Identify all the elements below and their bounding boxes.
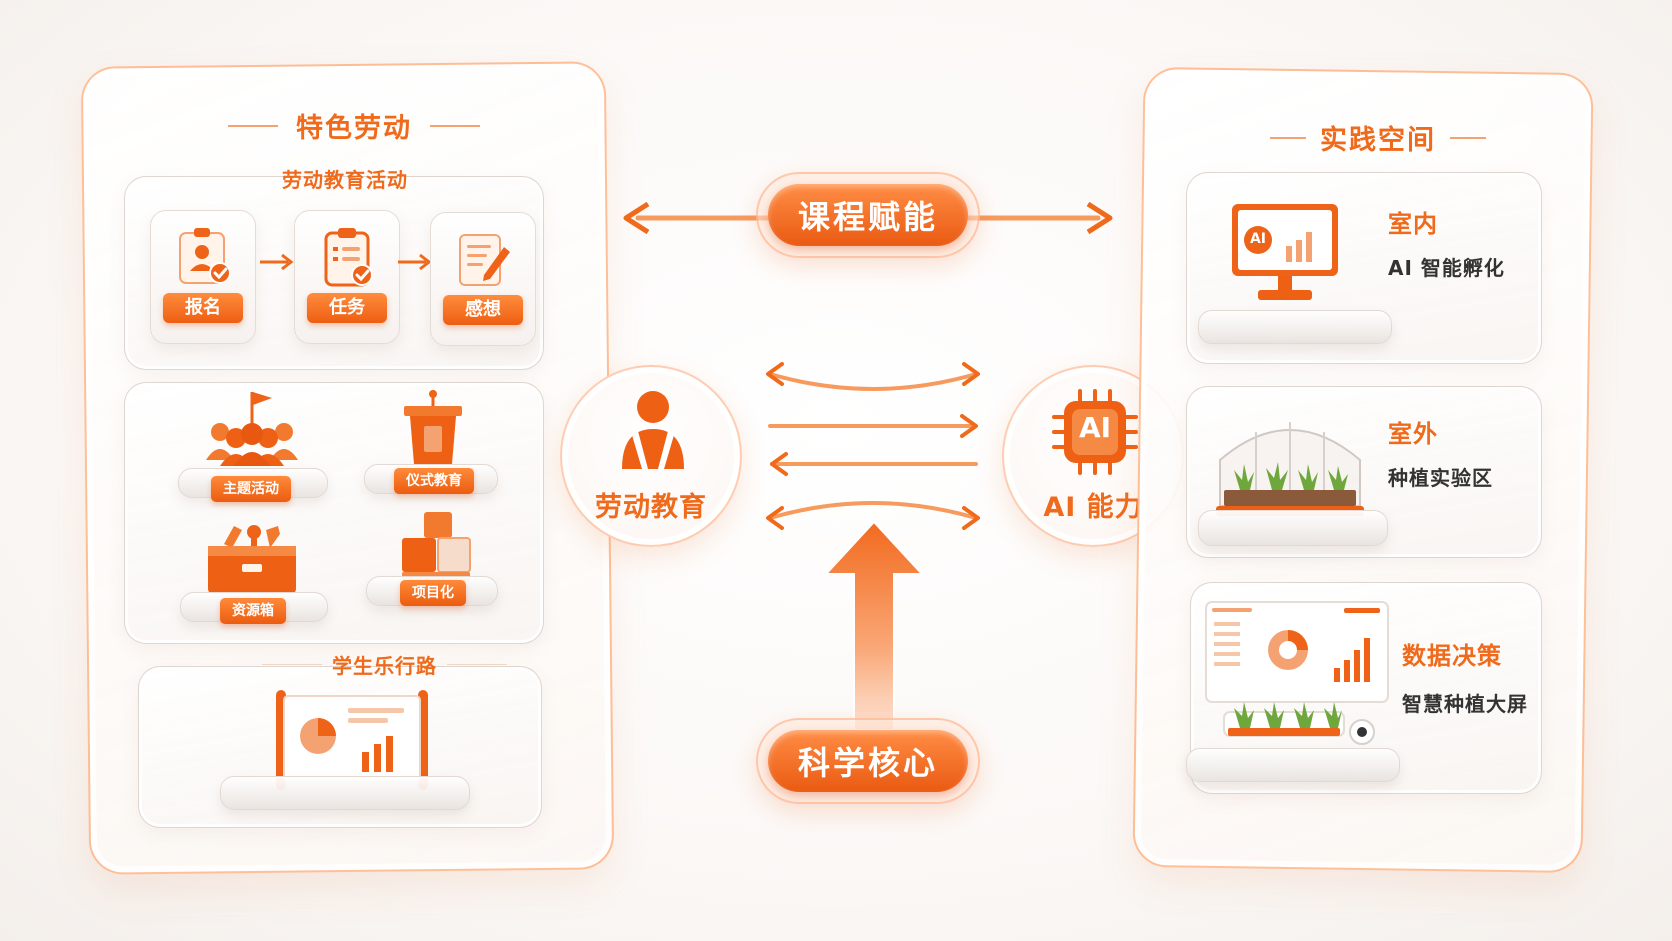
science-core-label: 科学核心: [768, 730, 968, 792]
flow-arrow-icon: [398, 253, 432, 271]
up-arrow-icon: [823, 520, 925, 731]
data-decision-desc: 智慧种植大屏: [1402, 692, 1528, 716]
clipboard-check-icon: [324, 228, 373, 287]
feature-theme-activity[interactable]: 主题活动: [211, 476, 291, 502]
labor-education-node[interactable]: 劳动教育: [560, 365, 742, 547]
feature-ceremony-education[interactable]: 仪式教育: [394, 468, 474, 494]
outdoor-desc: 种植实验区: [1388, 466, 1493, 490]
journey-pedestal: [220, 776, 470, 810]
monitor-icon: [1232, 204, 1338, 300]
step-signup-label: 报名: [163, 293, 243, 323]
worker-icon: [622, 391, 684, 469]
ai-chip-icon: [1052, 389, 1138, 475]
journey-section-title: 学生乐行路: [262, 650, 507, 679]
feature-project-based[interactable]: 项目化: [400, 580, 466, 606]
monitor-ai-badge: AI: [1249, 231, 1267, 247]
greenhouse-icon: [1216, 422, 1364, 516]
science-core-pill[interactable]: 科学核心: [756, 718, 980, 804]
activity-section-title: 劳动教育活动: [282, 168, 408, 192]
connection-arrows-icon: [766, 362, 980, 530]
step-reflection[interactable]: 感想: [430, 212, 536, 346]
indoor-desc: AI 智能孵化: [1388, 256, 1505, 280]
feature-resource-box[interactable]: 资源箱: [220, 598, 286, 624]
course-empowerment-pill[interactable]: 课程赋能: [756, 172, 980, 258]
step-task[interactable]: 任务: [294, 210, 400, 344]
group-flag-icon: [206, 392, 298, 466]
indoor-pedestal: [1198, 310, 1392, 344]
toolbox-icon: [208, 525, 296, 594]
indoor-title: 室内: [1388, 210, 1438, 238]
user-check-icon: [179, 228, 231, 284]
presentation-board-icon: [276, 690, 428, 790]
left-panel-title: 特色劳动: [228, 106, 480, 145]
flow-arrow-icon: [260, 253, 294, 271]
data-decision-pedestal: [1186, 748, 1400, 782]
dashboard-screen-icon: [1205, 601, 1389, 745]
step-reflection-label: 感想: [443, 295, 523, 325]
labor-education-label: 劳动教育: [595, 492, 707, 523]
outdoor-title: 室外: [1388, 420, 1438, 448]
note-pen-icon: [459, 234, 510, 286]
podium-icon: [404, 390, 462, 464]
ai-capability-label: AI 能力: [1043, 492, 1143, 523]
step-signup[interactable]: 报名: [150, 210, 256, 344]
right-panel-title: 实践空间: [1270, 118, 1486, 157]
course-empowerment-label: 课程赋能: [768, 184, 968, 246]
data-decision-title: 数据决策: [1402, 642, 1502, 670]
ai-chip-text: AI: [1078, 411, 1112, 444]
outdoor-pedestal: [1198, 510, 1388, 546]
step-task-label: 任务: [307, 293, 387, 323]
